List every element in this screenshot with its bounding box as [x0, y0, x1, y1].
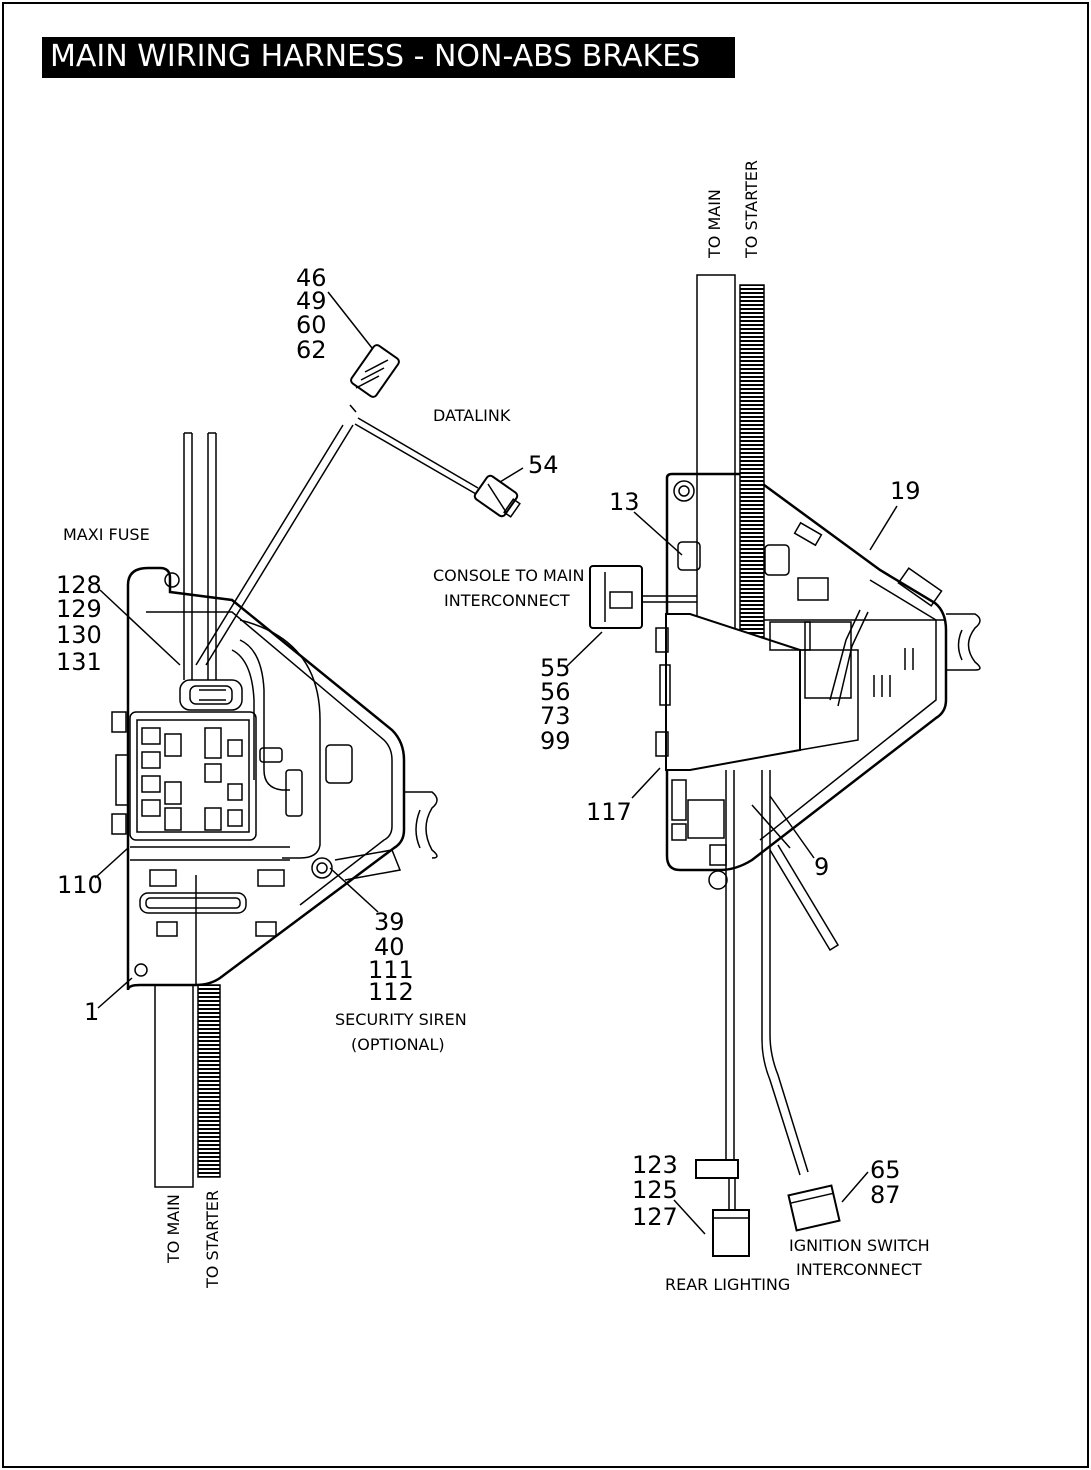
leader-lines [94, 291, 898, 1235]
callout-110: 110 [57, 871, 103, 899]
callout-65: 65 [870, 1156, 901, 1184]
callout-73: 73 [540, 702, 571, 730]
label-to-starter-top: TO STARTER [742, 160, 761, 259]
callout-54: 54 [528, 451, 559, 479]
callout-46: 46 [296, 264, 327, 292]
label-console-2: INTERCONNECT [444, 591, 570, 610]
right-harness-assembly [589, 274, 981, 1257]
callout-117: 117 [586, 798, 632, 826]
label-datalink: DATALINK [433, 406, 511, 425]
callout-62: 62 [296, 336, 327, 364]
label-to-main-bottom: TO MAIN [164, 1194, 183, 1264]
callout-13: 13 [609, 488, 640, 516]
callout-60: 60 [296, 311, 327, 339]
label-console-1: CONSOLE TO MAIN [433, 566, 584, 585]
callout-19: 19 [890, 477, 921, 505]
page-title: MAIN WIRING HARNESS - NON-ABS BRAKES [50, 39, 701, 74]
label-to-starter-bottom: TO STARTER [203, 1190, 222, 1289]
left-harness-assembly [111, 344, 521, 1188]
callout-130: 130 [56, 621, 102, 649]
callout-39: 39 [374, 908, 405, 936]
callout-111: 111 [368, 956, 414, 984]
callout-129: 129 [56, 595, 102, 623]
label-to-main-top: TO MAIN [705, 189, 724, 259]
callout-112: 112 [368, 978, 414, 1006]
callouts: 46 49 60 62 54 13 19 128 129 130 131 55 … [56, 264, 921, 1231]
label-ignition-1: IGNITION SWITCH [789, 1236, 930, 1255]
label-siren-2: (OPTIONAL) [351, 1035, 445, 1054]
callout-127: 127 [632, 1203, 678, 1231]
callout-131: 131 [56, 648, 102, 676]
callout-99: 99 [540, 727, 571, 755]
callout-87: 87 [870, 1181, 901, 1209]
console-connector [589, 565, 697, 629]
title-banner: MAIN WIRING HARNESS - NON-ABS BRAKES [42, 37, 735, 78]
callout-56: 56 [540, 678, 571, 706]
datalink-connector-lower [473, 474, 521, 518]
label-ignition-2: INTERCONNECT [796, 1260, 922, 1279]
callout-128: 128 [56, 571, 102, 599]
label-siren-1: SECURITY SIREN [335, 1010, 467, 1029]
callout-125: 125 [632, 1176, 678, 1204]
callout-9: 9 [814, 853, 829, 881]
callout-55: 55 [540, 654, 571, 682]
callout-49: 49 [296, 287, 327, 315]
callout-40: 40 [374, 933, 405, 961]
fuse-grid [141, 727, 243, 831]
callout-1: 1 [84, 998, 99, 1026]
callout-123: 123 [632, 1151, 678, 1179]
labels: DATALINK MAXI FUSE CONSOLE TO MAIN INTER… [63, 160, 930, 1294]
datalink-connector-upper [349, 344, 400, 413]
label-rear-lighting: REAR LIGHTING [665, 1275, 790, 1294]
label-maxi-fuse: MAXI FUSE [63, 525, 150, 544]
